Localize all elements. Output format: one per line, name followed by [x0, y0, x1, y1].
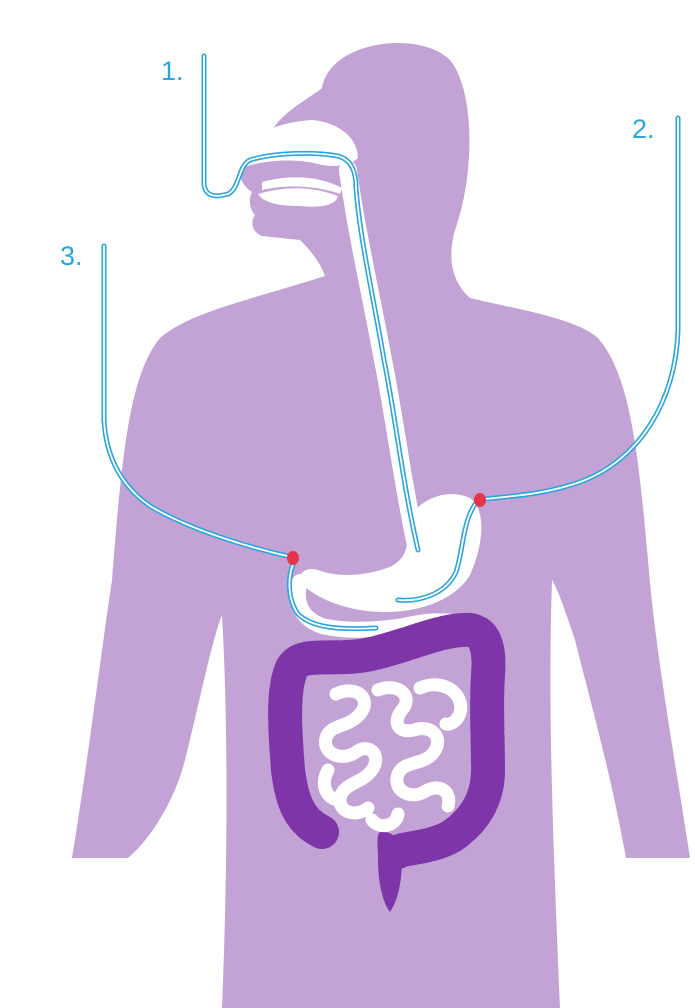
insertion-marker-tube-2 [474, 493, 486, 507]
tube-3-label: 3. [60, 241, 83, 271]
tube-1-label: 1. [161, 56, 184, 86]
tube-2-label: 2. [632, 114, 655, 144]
insertion-marker-tube-3 [287, 551, 299, 565]
